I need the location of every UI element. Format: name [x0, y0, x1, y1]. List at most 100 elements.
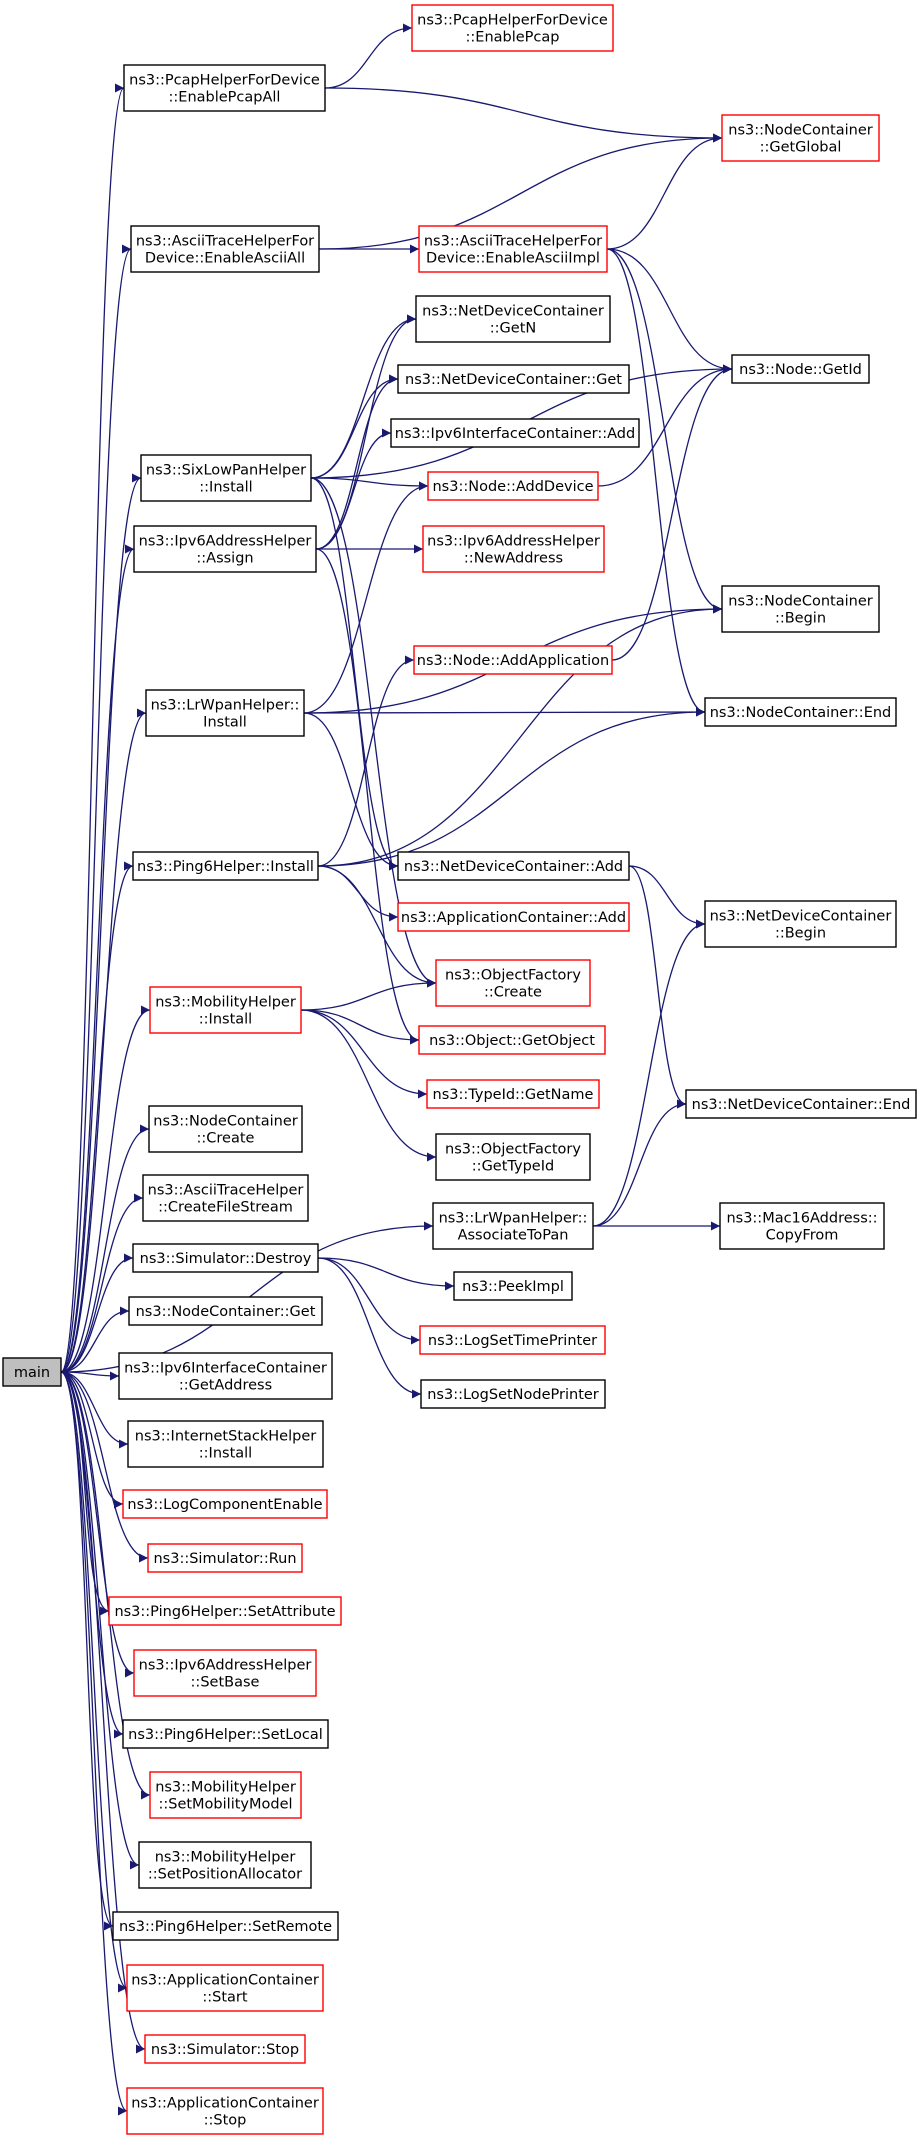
- edges-layer: [60, 23, 733, 2116]
- edge-sixlow-install-to-ndc-add: [310, 477, 399, 871]
- edge-sim-destroy-to-peekimpl: [317, 1257, 455, 1291]
- node-lrwpan-install[interactable]: ns3::LrWpanHelper::Install: [145, 689, 305, 737]
- node-nc-create[interactable]: ns3::NodeContainer::Create: [148, 1105, 303, 1153]
- edge-ndc-add-to-ndc-end: [628, 865, 687, 1109]
- node-label: AssociateToPan: [458, 1228, 569, 1244]
- node-ascii-impl[interactable]: ns3::AsciiTraceHelperForDevice::EnableAs…: [418, 225, 608, 273]
- node-ping6-setattr[interactable]: ns3::Ping6Helper::SetAttribute: [108, 1596, 342, 1626]
- node-label: ns3::Ipv6AddressHelper: [139, 1658, 312, 1674]
- node-sim-run[interactable]: ns3::Simulator::Run: [147, 1543, 303, 1573]
- node-nc-end[interactable]: ns3::NodeContainer::End: [704, 697, 897, 727]
- node-pcap-all[interactable]: ns3::PcapHelperForDevice::EnablePcapAll: [123, 64, 326, 112]
- node-label: ns3::LogComponentEnable: [127, 1497, 322, 1513]
- edge-sim-destroy-to-logsettime: [317, 1257, 421, 1345]
- node-ish-install[interactable]: ns3::InternetStackHelper::Install: [127, 1420, 324, 1468]
- node-label: ::Install: [199, 1012, 252, 1028]
- node-label: main: [14, 1365, 50, 1381]
- node-ascii-all[interactable]: ns3::AsciiTraceHelperForDevice::EnableAs…: [130, 225, 320, 273]
- node-label: ns3::Node::AddApplication: [417, 653, 609, 669]
- node-sim-stop[interactable]: ns3::Simulator::Stop: [144, 2034, 306, 2064]
- node-label: ns3::Simulator::Stop: [151, 2042, 299, 2058]
- node-nc-global[interactable]: ns3::NodeContainer::GetGlobal: [721, 114, 880, 162]
- node-ipv6ic-getaddr[interactable]: ns3::Ipv6InterfaceContainer::GetAddress: [118, 1352, 333, 1400]
- node-label: ::SetMobilityModel: [158, 1797, 292, 1813]
- node-box: [721, 585, 880, 633]
- node-label: ns3::NetDeviceContainer::Add: [404, 859, 623, 875]
- node-box: [138, 1841, 312, 1889]
- edge-ascii-all-to-nc-global: [318, 133, 723, 250]
- node-mob-install[interactable]: ns3::MobilityHelper::Install: [149, 986, 302, 1034]
- node-ping6-setremote[interactable]: ns3::Ping6Helper::SetRemote: [112, 1911, 339, 1941]
- node-box: [149, 986, 302, 1034]
- node-node-adddev[interactable]: ns3::Node::AddDevice: [427, 471, 599, 501]
- node-label: ns3::Ipv6AddressHelper: [427, 534, 600, 550]
- node-pcap[interactable]: ns3::PcapHelperForDevice::EnablePcap: [411, 4, 614, 52]
- node-of-create[interactable]: ns3::ObjectFactory::Create: [435, 959, 591, 1007]
- node-logsetnode[interactable]: ns3::LogSetNodePrinter: [420, 1379, 606, 1409]
- node-label: ns3::NodeContainer::Get: [136, 1304, 316, 1320]
- node-of-gettypeid[interactable]: ns3::ObjectFactory::GetTypeId: [435, 1133, 591, 1181]
- node-appc-stop[interactable]: ns3::ApplicationContainer::Stop: [126, 2087, 324, 2135]
- node-box: [126, 1964, 324, 2012]
- node-box: [118, 1352, 333, 1400]
- edge-ping6-install-to-nc-end: [317, 707, 706, 867]
- node-ipv6ah-setbase[interactable]: ns3::Ipv6AddressHelper::SetBase: [133, 1649, 317, 1697]
- node-box: [390, 418, 640, 448]
- node-mob-setmodel[interactable]: ns3::MobilityHelper::SetMobilityModel: [149, 1771, 302, 1819]
- node-box: [422, 525, 605, 573]
- node-lrwpan-assoc[interactable]: ns3::LrWpanHelper::AssociateToPan: [432, 1202, 594, 1250]
- node-label: ns3::ObjectFactory: [445, 968, 581, 984]
- edge-sixlow-install-to-ndc-get: [310, 374, 399, 479]
- node-box: [453, 1271, 573, 1301]
- node-ndc-getn[interactable]: ns3::NetDeviceContainer::GetN: [415, 295, 611, 343]
- node-ipv6ah-newaddr[interactable]: ns3::Ipv6AddressHelper::NewAddress: [422, 525, 605, 573]
- node-node-addapp[interactable]: ns3::Node::AddApplication: [413, 645, 613, 675]
- node-ipv6ic-add[interactable]: ns3::Ipv6InterfaceContainer::Add: [390, 418, 640, 448]
- node-label: ns3::ApplicationContainer::Add: [401, 910, 626, 926]
- edge-lrwpan-install-to-ndc-add: [303, 712, 399, 871]
- node-ipv6ah-assign[interactable]: ns3::Ipv6AddressHelper::Assign: [133, 525, 317, 573]
- node-appc-add[interactable]: ns3::ApplicationContainer::Add: [397, 902, 630, 932]
- node-ping6-install[interactable]: ns3::Ping6Helper::Install: [132, 851, 319, 881]
- node-label: ::SetPositionAllocator: [148, 1867, 302, 1883]
- edge-pcap-all-to-pcap: [324, 23, 413, 89]
- node-box: [704, 900, 897, 948]
- edge-main-to-nc-create: [60, 1124, 150, 1373]
- node-box: [133, 1649, 317, 1697]
- node-label: ns3::TypeId::GetName: [433, 1087, 594, 1103]
- node-box: [419, 1325, 606, 1355]
- node-logsettime[interactable]: ns3::LogSetTimePrinter: [419, 1325, 606, 1355]
- node-ndc-get[interactable]: ns3::NetDeviceContainer::Get: [397, 364, 630, 394]
- node-nc-begin[interactable]: ns3::NodeContainer::Begin: [721, 585, 880, 633]
- node-box: [432, 1202, 594, 1250]
- node-label: ::GetAddress: [179, 1378, 272, 1394]
- node-ndc-add[interactable]: ns3::NetDeviceContainer::Add: [397, 851, 630, 881]
- node-box: [719, 1202, 885, 1250]
- node-box: [415, 295, 611, 343]
- node-mob-setpos[interactable]: ns3::MobilityHelper::SetPositionAllocato…: [138, 1841, 312, 1889]
- node-box: [126, 2087, 324, 2135]
- node-main[interactable]: main: [2, 1357, 62, 1387]
- edge-lrwpan-install-to-nc-end: [303, 707, 706, 717]
- node-box: [2, 1357, 62, 1387]
- node-node-getid[interactable]: ns3::Node::GetId: [731, 354, 870, 384]
- node-box: [435, 1133, 591, 1181]
- edge-mob-install-to-obj-getobj: [300, 1009, 420, 1045]
- node-ndc-end[interactable]: ns3::NetDeviceContainer::End: [685, 1089, 917, 1119]
- node-sixlow-install[interactable]: ns3::SixLowPanHelper::Install: [140, 454, 312, 502]
- node-typeid-getname[interactable]: ns3::TypeId::GetName: [426, 1079, 600, 1109]
- node-ath-cfs[interactable]: ns3::AsciiTraceHelper::CreateFileStream: [142, 1174, 309, 1222]
- edge-lrwpan-assoc-to-ndc-begin: [592, 919, 706, 1227]
- node-nc-get[interactable]: ns3::NodeContainer::Get: [128, 1296, 323, 1326]
- node-appc-start[interactable]: ns3::ApplicationContainer::Start: [126, 1964, 324, 2012]
- node-peekimpl[interactable]: ns3::PeekImpl: [453, 1271, 573, 1301]
- node-obj-getobj[interactable]: ns3::Object::GetObject: [418, 1025, 606, 1055]
- node-ping6-setlocal[interactable]: ns3::Ping6Helper::SetLocal: [122, 1719, 329, 1749]
- node-box: [145, 689, 305, 737]
- node-label: ns3::NetDeviceContainer::End: [692, 1097, 911, 1113]
- node-ndc-begin[interactable]: ns3::NetDeviceContainer::Begin: [704, 900, 897, 948]
- node-mac16-copy[interactable]: ns3::Mac16Address::CopyFrom: [719, 1202, 885, 1250]
- node-logcomp[interactable]: ns3::LogComponentEnable: [122, 1489, 328, 1519]
- node-sim-destroy[interactable]: ns3::Simulator::Destroy: [132, 1243, 319, 1273]
- edge-ipv6ah-assign-to-ndc-get: [315, 374, 399, 550]
